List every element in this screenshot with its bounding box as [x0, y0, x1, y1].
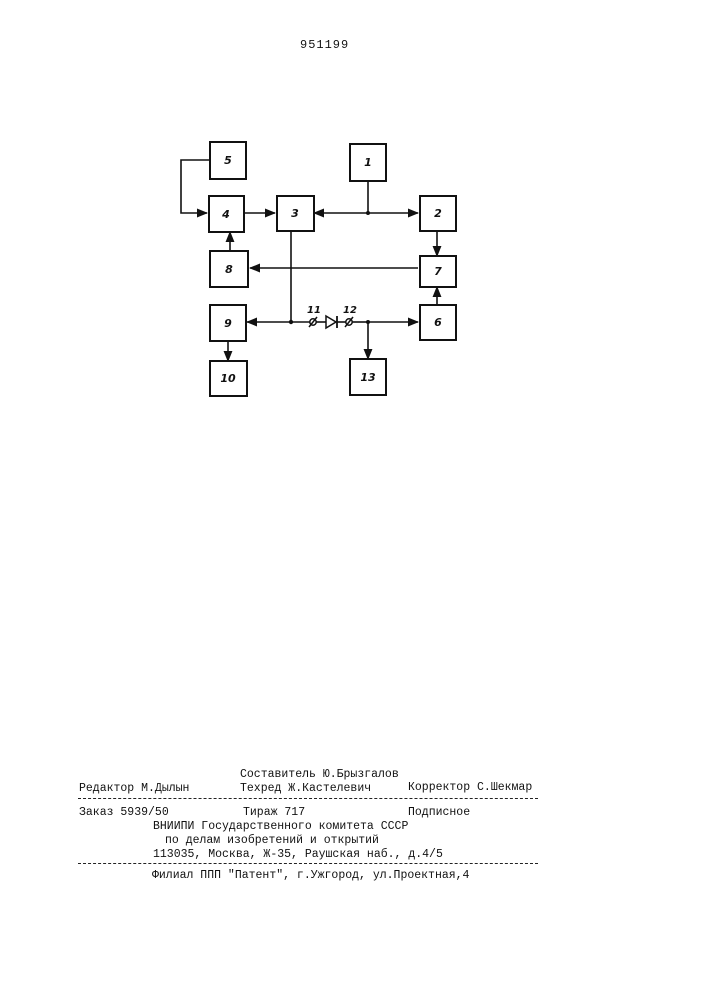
subscription-note: Подписное: [408, 806, 470, 820]
order-number: Заказ 5939/50: [79, 806, 169, 820]
block-13: 13: [350, 359, 386, 395]
block-4: 4: [209, 196, 244, 232]
svg-text:13: 13: [360, 371, 376, 384]
terminal-12: 12: [343, 305, 357, 327]
block-2: 2: [420, 196, 456, 231]
organization-line-1: ВНИИПИ Государственного комитета СССР: [153, 820, 408, 834]
corrector-credit: Корректор С.Шекмар: [408, 781, 532, 795]
editor-credit: Редактор М.Дылын: [79, 782, 189, 796]
terminal-12-label: 12: [343, 305, 357, 316]
svg-text:4: 4: [221, 208, 230, 221]
techred-credit: Техред Ж.Кастелевич: [240, 782, 371, 796]
svg-text:6: 6: [434, 316, 442, 329]
block-8: 8: [210, 251, 248, 287]
svg-text:7: 7: [434, 265, 442, 278]
svg-text:2: 2: [434, 207, 442, 220]
terminal-11: 11: [307, 305, 321, 327]
divider-top: [78, 798, 538, 799]
compiler-credit: Составитель Ю.Брызгалов: [240, 768, 399, 782]
diode-icon: [326, 316, 337, 328]
circulation: Тираж 717: [243, 806, 305, 820]
svg-text:10: 10: [220, 372, 236, 385]
svg-text:5: 5: [224, 154, 232, 167]
svg-text:3: 3: [291, 207, 299, 220]
block-10: 10: [210, 361, 247, 396]
organization-address: 113035, Москва, Ж-35, Раушская наб., д.4…: [153, 848, 443, 862]
svg-text:1: 1: [364, 156, 372, 169]
branch-address: Филиал ППП "Патент", г.Ужгород, ул.Проек…: [152, 869, 469, 883]
terminal-11-label: 11: [307, 305, 321, 316]
block-7: 7: [420, 256, 456, 287]
divider-bottom: [78, 863, 538, 864]
svg-text:8: 8: [225, 263, 233, 276]
block-1: 1: [350, 144, 386, 181]
svg-text:9: 9: [224, 317, 232, 330]
block-3: 3: [277, 196, 314, 231]
block-9: 9: [210, 305, 246, 341]
block-6: 6: [420, 305, 456, 340]
organization-line-2: по делам изобретений и открытий: [165, 834, 379, 848]
block-5: 5: [210, 142, 246, 179]
